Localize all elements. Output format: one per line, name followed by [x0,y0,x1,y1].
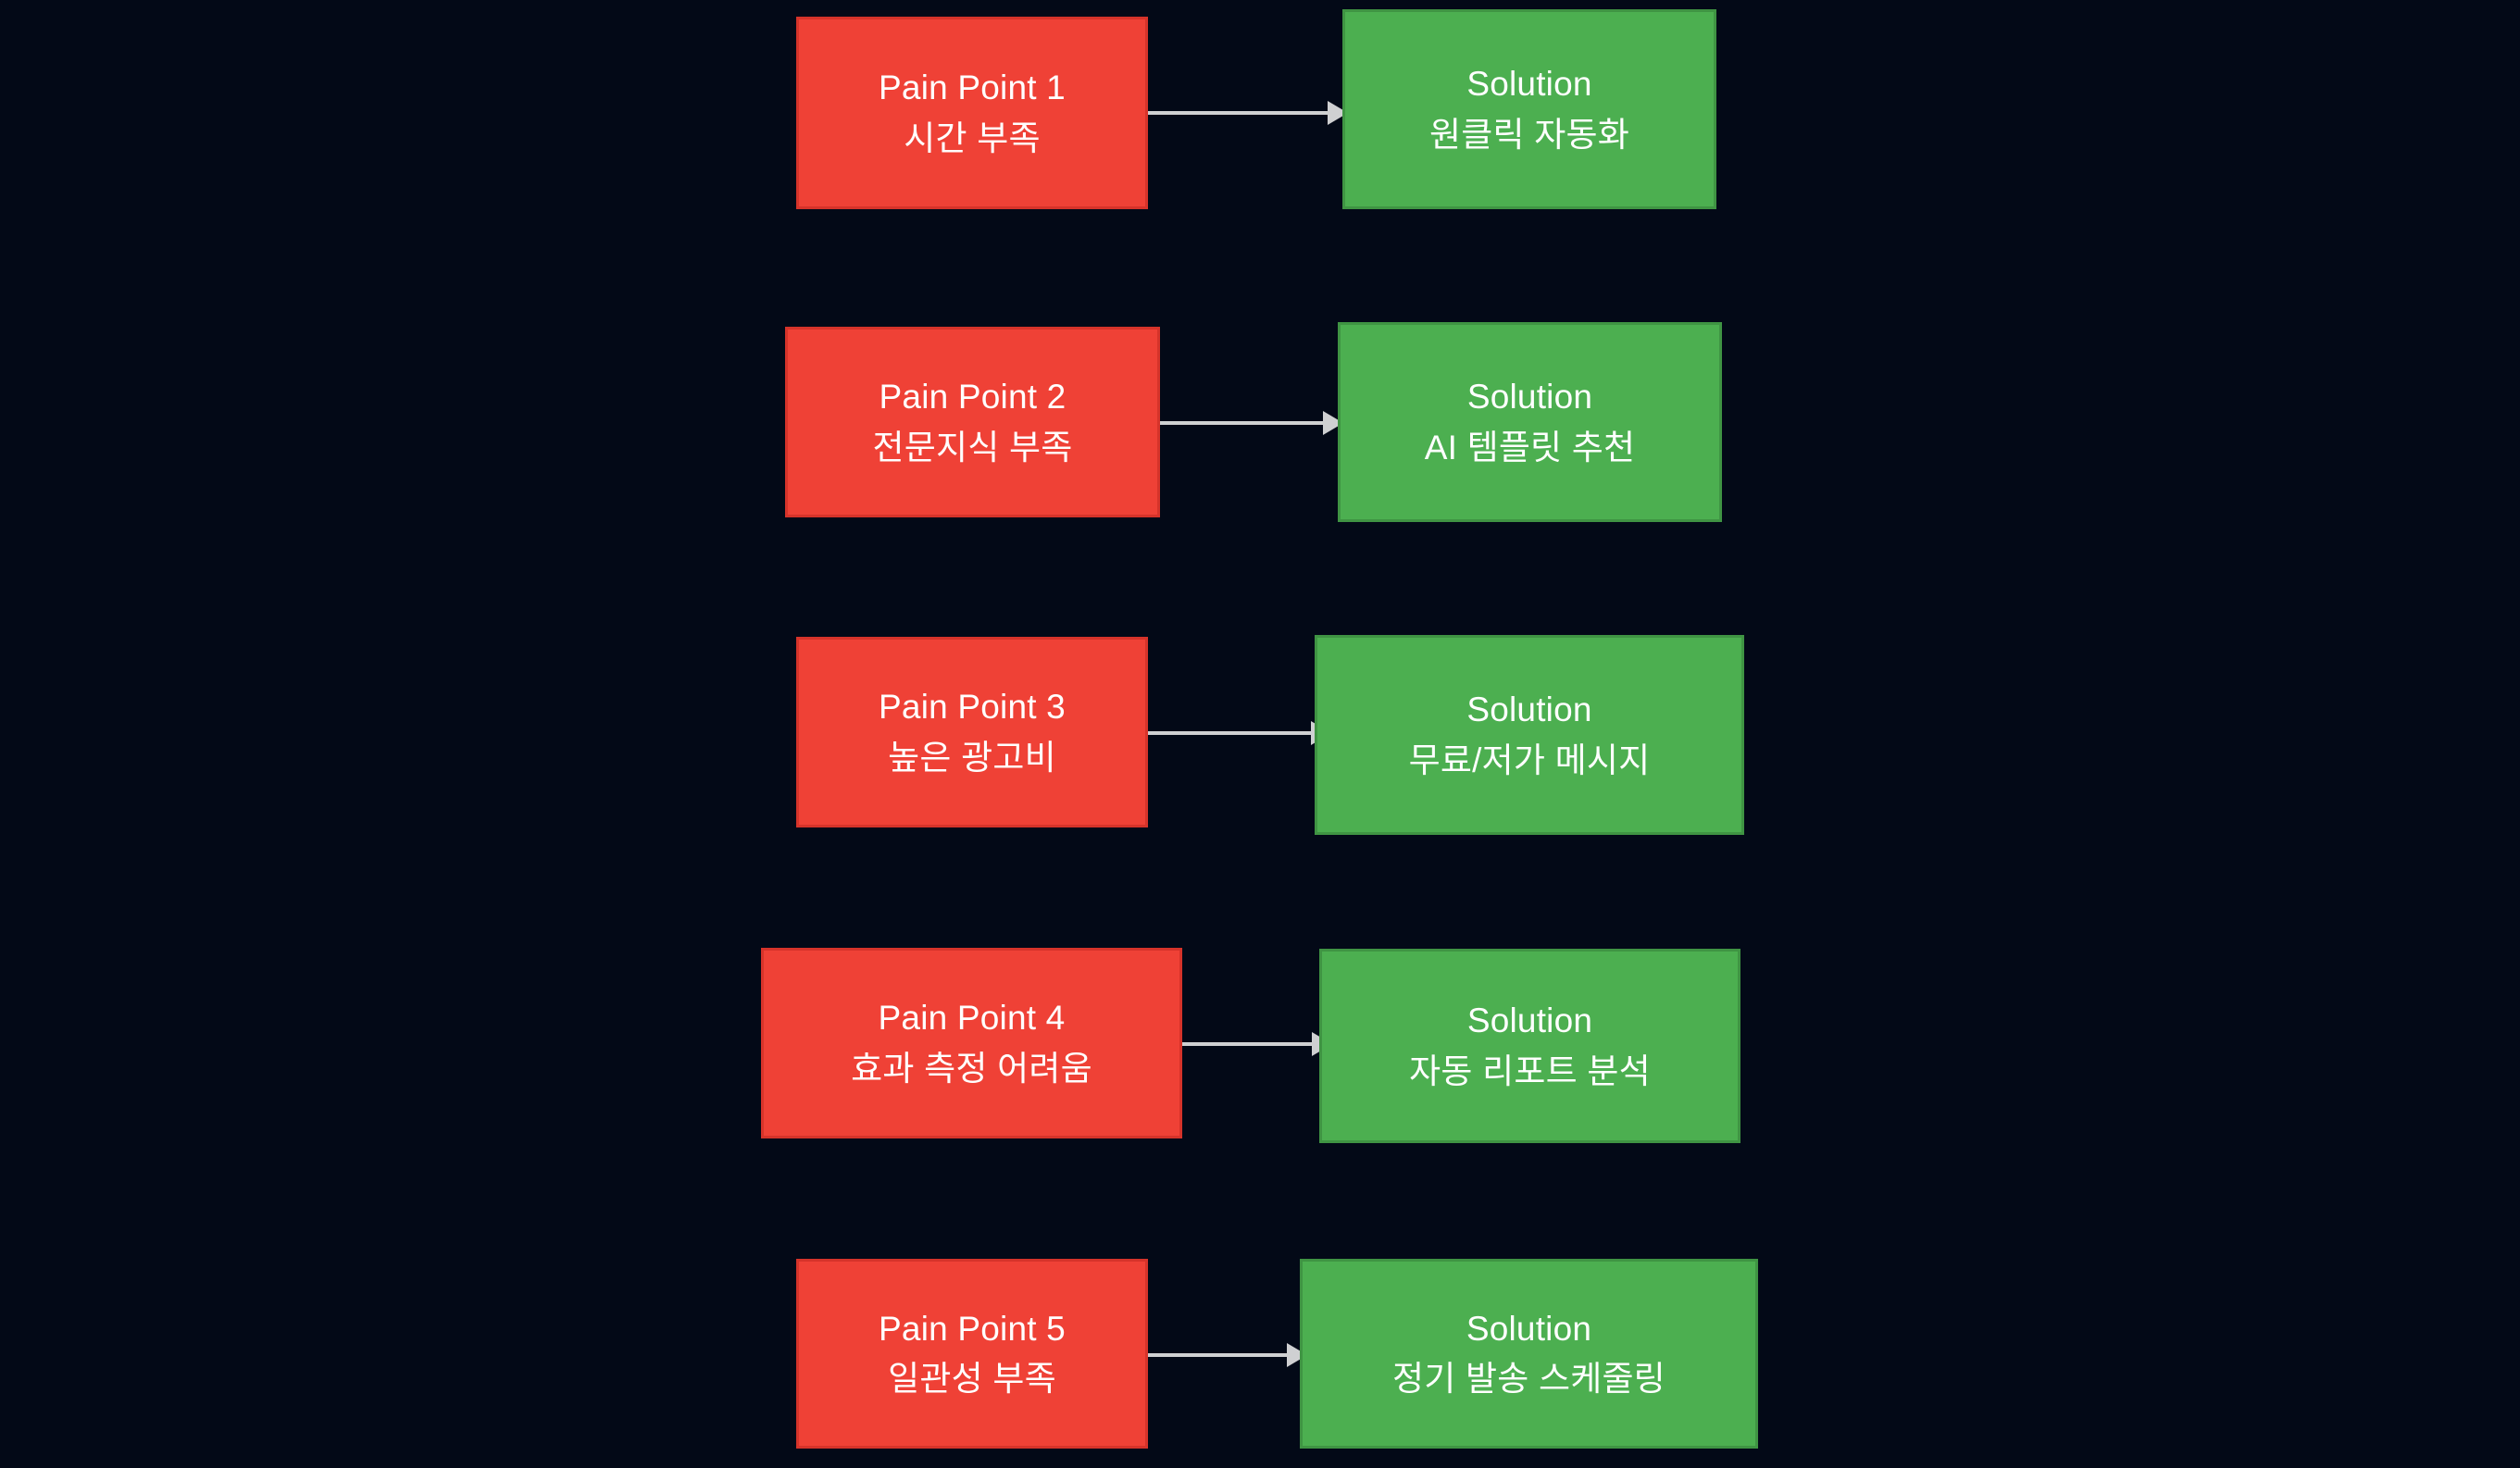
pain-point-node-5[interactable]: Pain Point 5 일관성 부족 [796,1259,1148,1449]
edge-line-3 [1148,731,1311,735]
pain-point-title-4: Pain Point 4 [878,999,1066,1038]
edge-line-1 [1148,111,1328,115]
solution-title-2: Solution [1466,378,1593,417]
pain-point-node-2[interactable]: Pain Point 2 전문지식 부족 [785,327,1160,517]
pain-point-node-1[interactable]: Pain Point 1 시간 부족 [796,17,1148,209]
solution-node-1[interactable]: Solution 원클릭 자동화 [1342,9,1716,209]
pain-point-detail-2: 전문지식 부족 [872,428,1073,467]
edge-line-4 [1182,1042,1312,1046]
solution-node-4[interactable]: Solution 자동 리포트 분석 [1319,949,1740,1143]
pain-point-detail-4: 효과 측정 어려움 [851,1049,1092,1088]
pain-point-title-2: Pain Point 2 [879,378,1067,417]
pain-point-detail-1: 시간 부족 [904,118,1041,157]
solution-detail-3: 무료/저가 메시지 [1408,740,1651,779]
solution-detail-5: 정기 발송 스케줄링 [1392,1360,1665,1398]
pain-point-title-1: Pain Point 1 [879,68,1066,107]
solution-node-2[interactable]: Solution AI 템플릿 추천 [1338,322,1722,522]
pain-point-node-4[interactable]: Pain Point 4 효과 측정 어려움 [761,948,1182,1138]
solution-node-5[interactable]: Solution 정기 발송 스케줄링 [1300,1259,1758,1449]
pain-point-node-3[interactable]: Pain Point 3 높은 광고비 [796,637,1148,827]
pain-point-detail-5: 일관성 부족 [888,1360,1056,1398]
solution-title-3: Solution [1466,690,1592,729]
pain-point-title-3: Pain Point 3 [879,688,1066,727]
edge-line-2 [1160,421,1323,425]
solution-detail-4: 자동 리포트 분석 [1409,1051,1651,1090]
edge-line-5 [1148,1353,1287,1357]
pain-point-detail-3: 높은 광고비 [888,738,1056,777]
solution-detail-1: 원클릭 자동화 [1429,115,1629,154]
pain-point-title-5: Pain Point 5 [879,1309,1066,1348]
solution-title-5: Solution [1466,1309,1592,1348]
solution-detail-2: AI 템플릿 추천 [1424,428,1636,467]
solution-node-3[interactable]: Solution 무료/저가 메시지 [1315,635,1744,835]
solution-title-1: Solution [1466,65,1592,104]
solution-title-4: Solution [1466,1001,1593,1040]
